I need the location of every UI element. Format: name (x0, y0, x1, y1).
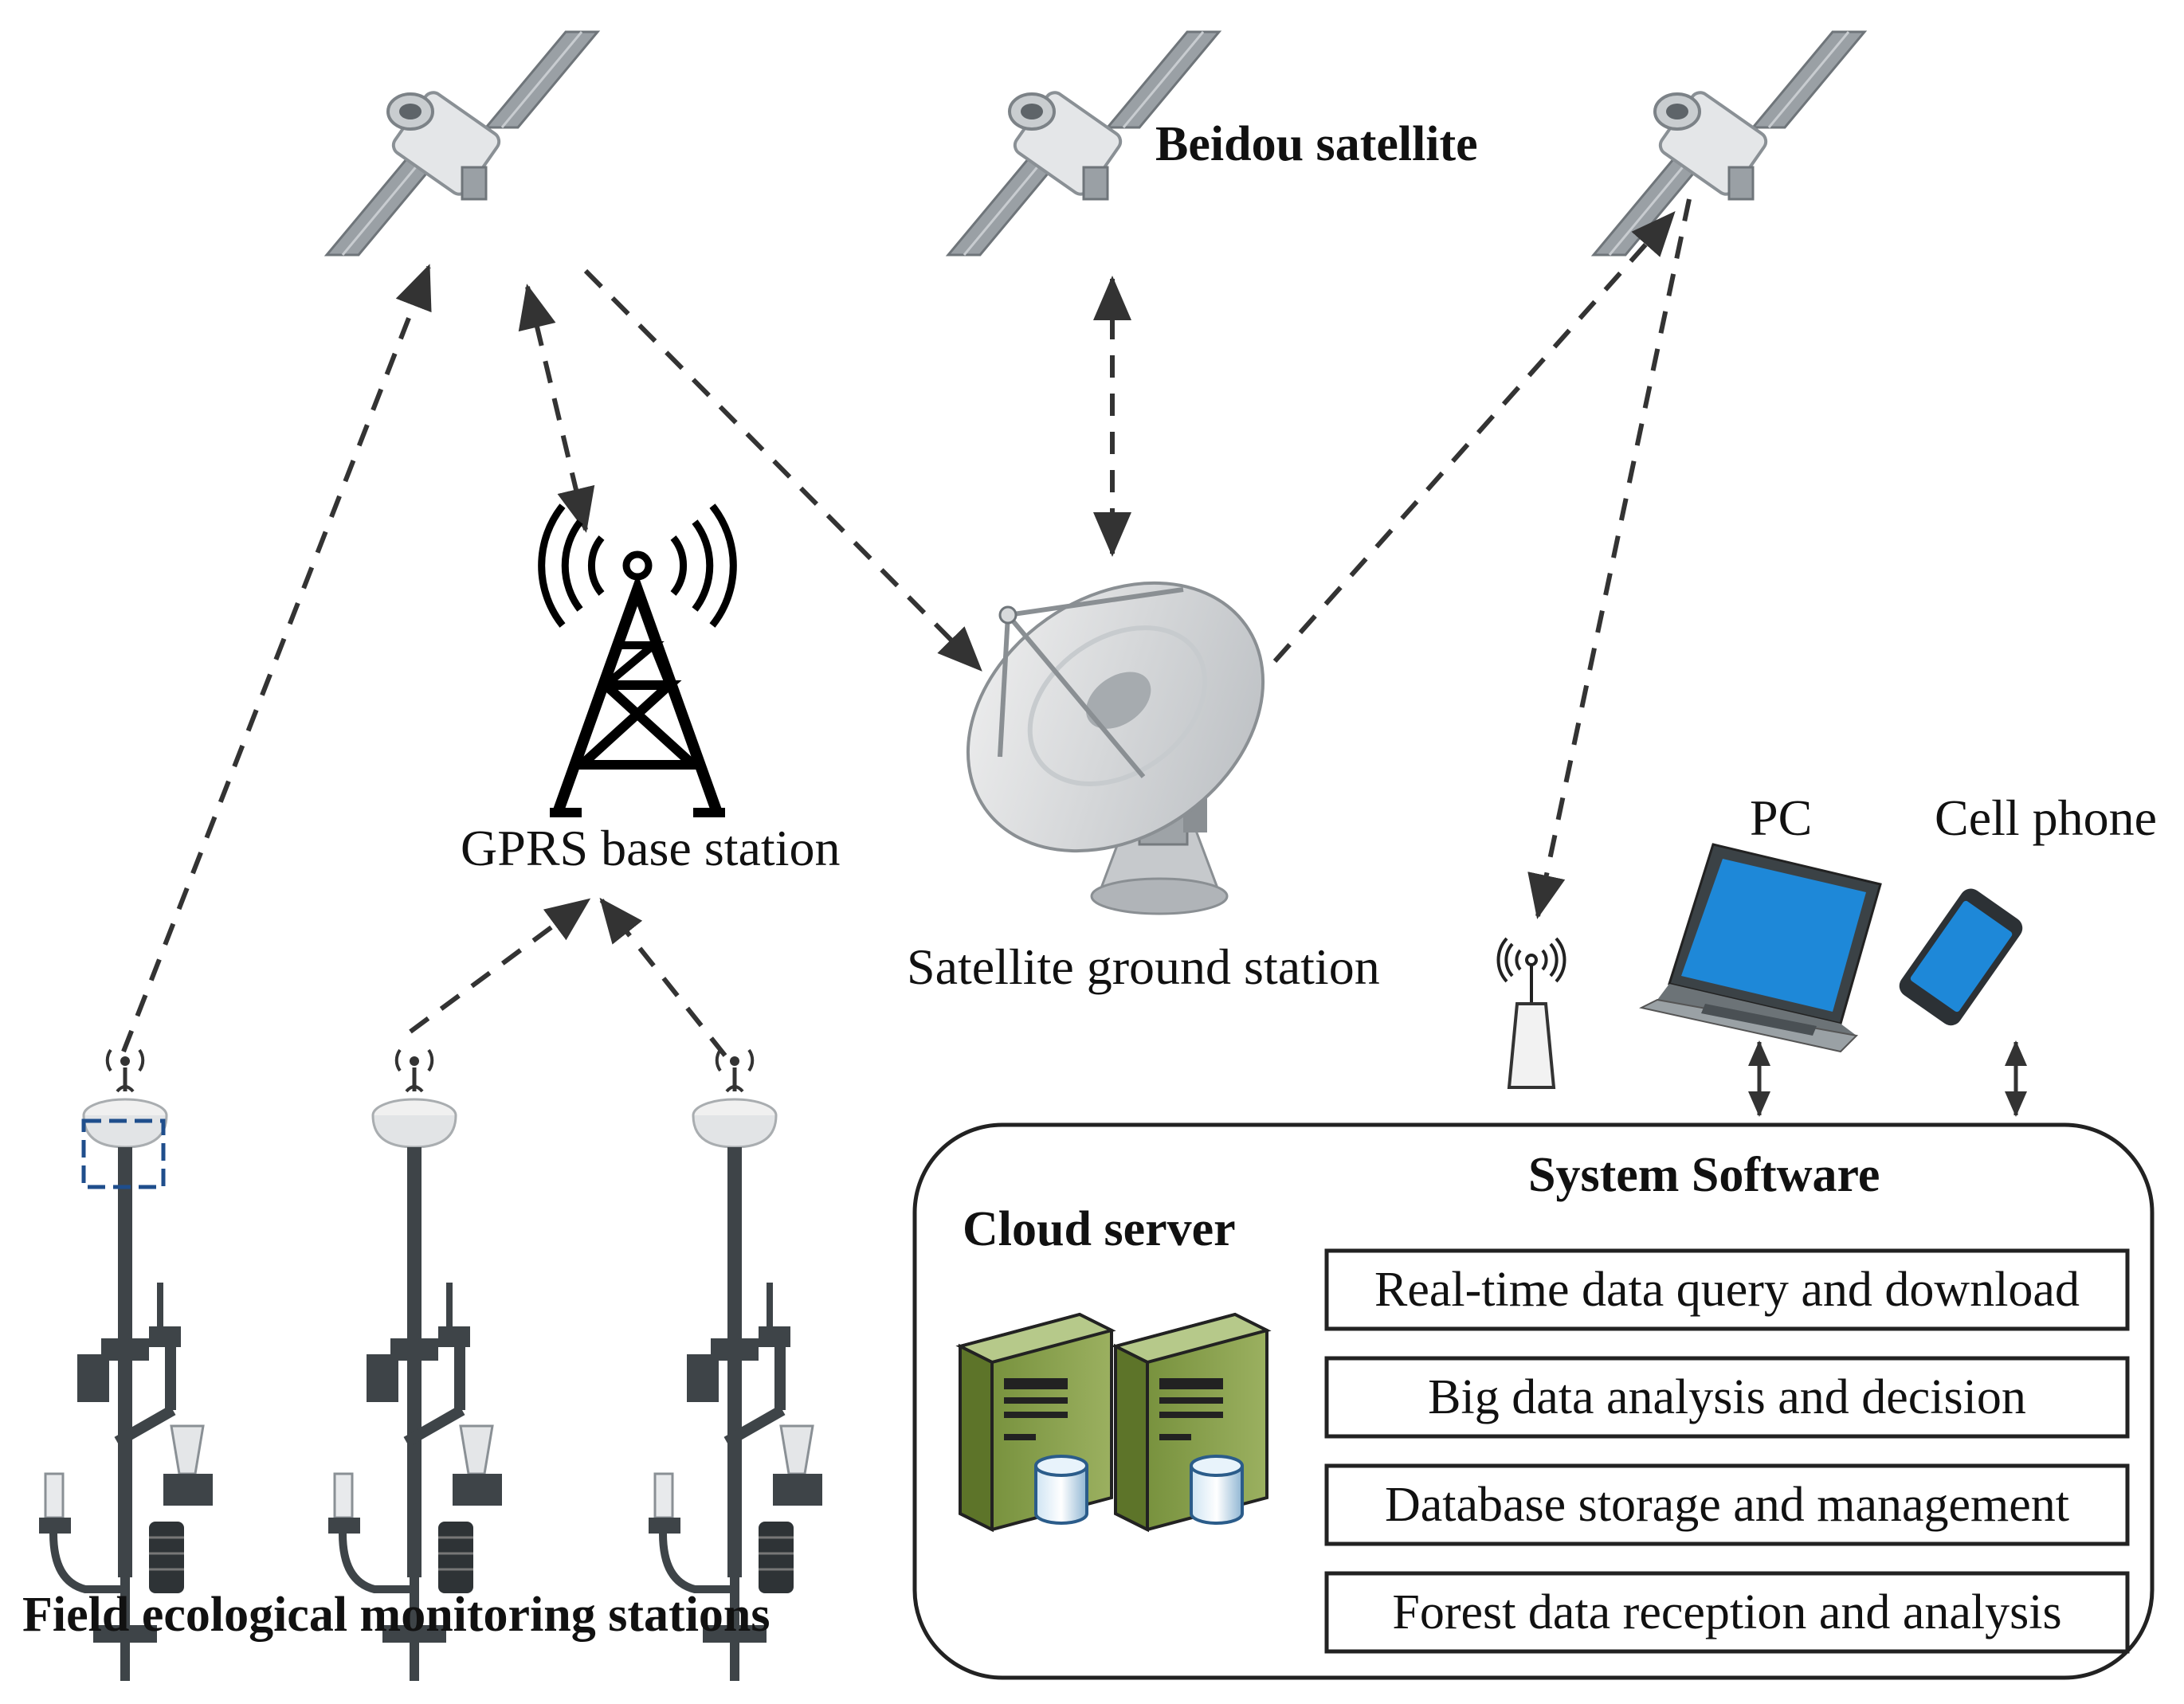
communication-links (121, 198, 1692, 1057)
beidou-satellite-left-icon (325, 30, 599, 257)
function-database-storage: Database storage and management (1384, 1477, 2069, 1532)
server-icon-2 (1114, 1313, 1268, 1531)
link-satellite-to-ground-station (583, 268, 982, 672)
field-monitoring-stations-label: Field ecological monitoring stations (22, 1588, 770, 1642)
smartphone-icon (1899, 888, 2023, 1026)
system-software-label: System Software (1528, 1148, 1880, 1202)
beidou-satellite-label: Beidou satellite (1155, 117, 1478, 171)
server-icon-1 (959, 1313, 1113, 1531)
link-ground-station-to-right-satellite (1272, 211, 1676, 663)
link-station3-to-gprs (599, 897, 727, 1057)
link-gprs-to-satellite (518, 284, 595, 533)
function-forest-data-reception: Forest data reception and analysis (1392, 1585, 2062, 1639)
satellite-ground-station-label: Satellite ground station (907, 938, 1380, 995)
function-box-2 (1324, 1356, 2130, 1439)
gprs-base-station-label: GPRS base station (461, 820, 841, 876)
cell-phone-label: Cell phone (1935, 789, 2158, 846)
link-station1-to-satellite (121, 264, 432, 1053)
wifi-router-icon (1496, 937, 1566, 1089)
function-big-data-analysis: Big data analysis and decision (1428, 1369, 2026, 1424)
function-real-time-query: Real-time data query and download (1374, 1262, 2080, 1317)
link-station2-to-gprs (409, 898, 591, 1034)
cloud-server-label: Cloud server (963, 1202, 1236, 1256)
cloud-software-panel (912, 1122, 2155, 1680)
pc-label: PC (1750, 789, 1813, 846)
laptop-icon (1639, 843, 1882, 1053)
selection-highlight (81, 1118, 166, 1189)
beidou-satellite-right-icon (1592, 30, 1866, 257)
gprs-tower-icon (538, 503, 737, 817)
satellite-dish-icon (966, 581, 1265, 915)
function-box-1 (1324, 1248, 2130, 1331)
function-box-3 (1324, 1463, 2130, 1546)
software-function-boxes (1324, 1248, 2130, 1654)
link-right-satellite-to-router (1527, 198, 1692, 919)
function-box-4 (1324, 1571, 2130, 1654)
